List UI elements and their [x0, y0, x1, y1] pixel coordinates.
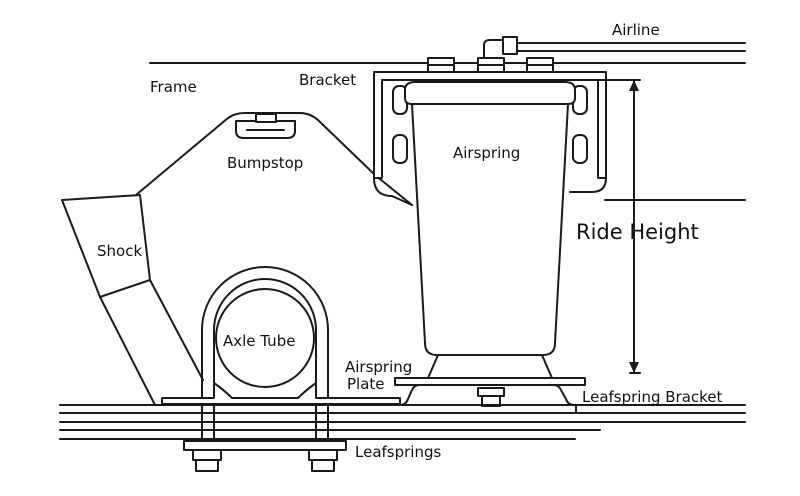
shock-label: Shock [97, 242, 142, 260]
u-bolt [201, 266, 329, 442]
frame-label: Frame [150, 78, 197, 96]
axle-seat [161, 382, 401, 405]
shock [61, 194, 204, 406]
leafsprings-label: Leafsprings [355, 443, 441, 461]
leafspring-bracket [394, 384, 577, 413]
u-bolt-plate [183, 440, 347, 451]
bracket-nut [477, 387, 505, 407]
leafspring-bracket-label: Leafspring Bracket [582, 388, 723, 406]
u-bolt-nuts [192, 449, 338, 472]
top-studs [427, 57, 554, 73]
airspring-plate-label-line2: Plate [347, 375, 385, 393]
airspring-plate [394, 377, 586, 386]
ride-height-label: Ride Height [576, 220, 699, 244]
airspring [404, 81, 576, 379]
axle-tube-label: Axle Tube [223, 332, 295, 350]
bumpstop-label: Bumpstop [227, 154, 303, 172]
airspring-plate-label-line1: Airspring [345, 358, 412, 376]
airspring-label: Airspring [453, 144, 520, 162]
airline [483, 36, 746, 59]
bumpstop [235, 113, 296, 139]
ride-height-dimension [577, 79, 641, 374]
bracket-label: Bracket [299, 71, 356, 89]
axle-tube [215, 288, 315, 388]
airline-label: Airline [612, 21, 660, 39]
frame-hanger [129, 112, 413, 206]
leafsprings [59, 404, 746, 440]
